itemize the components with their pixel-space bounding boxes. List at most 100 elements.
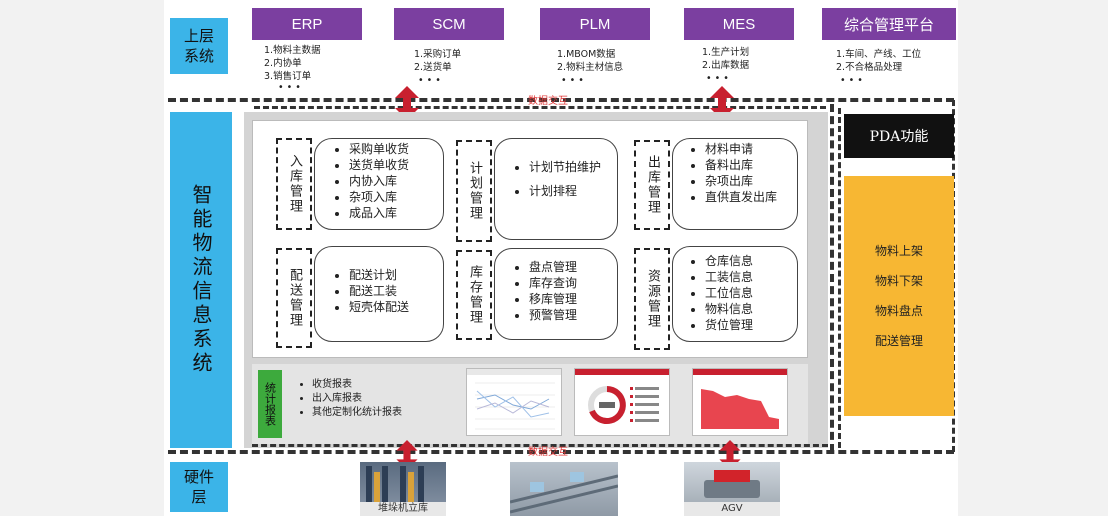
system-erp-header: ERP bbox=[252, 8, 362, 40]
module-card-inventory: 盘点管理 库存查询 移库管理 预警管理 bbox=[494, 248, 618, 340]
bottom-divider-inner bbox=[252, 444, 828, 447]
ellipsis: • • • bbox=[278, 82, 301, 93]
upper-layer-label: 上层 系统 bbox=[170, 18, 228, 74]
report-items: 收货报表 出入库报表 其他定制化统计报表 bbox=[298, 378, 402, 420]
list-item: 盘点管理 bbox=[529, 259, 617, 275]
list-item: 1.生产计划 bbox=[702, 47, 750, 58]
ellipsis: • • • bbox=[418, 75, 441, 86]
list-item: 1.采购订单 bbox=[414, 49, 462, 60]
list-item: 成品入库 bbox=[349, 205, 443, 221]
list-item: 2.物料主材信息 bbox=[557, 62, 624, 73]
device-conveyor-image bbox=[510, 462, 618, 516]
agv-robot-icon bbox=[704, 470, 760, 498]
conveyor-icon bbox=[510, 472, 618, 514]
ellipsis: • • • bbox=[840, 75, 863, 86]
list-item: 2.内协单 bbox=[264, 58, 302, 69]
list-item: 采购单收货 bbox=[349, 141, 443, 157]
right-frame-left bbox=[838, 108, 841, 448]
ellipsis: • • • bbox=[706, 73, 729, 84]
exchange-arrow-icon bbox=[710, 86, 734, 120]
system-platform-header: 综合管理平台 bbox=[822, 8, 956, 40]
pda-item: 物料盘点 bbox=[874, 304, 923, 318]
area-chart-icon bbox=[693, 369, 787, 429]
exchange-arrow-icon bbox=[395, 86, 419, 120]
pda-item: 配送管理 bbox=[874, 334, 923, 348]
list-item: 工位信息 bbox=[705, 285, 797, 301]
list-item: 直供直发出库 bbox=[705, 189, 797, 205]
system-scm-items: 1.采购订单 2.送货单 • • • bbox=[414, 48, 514, 87]
device-agv-caption: AGV bbox=[684, 502, 780, 516]
device-agv-image: AGV bbox=[684, 462, 780, 516]
system-platform-items: 1.车间、产线、工位 2.不合格品处理 • • • bbox=[836, 48, 956, 87]
system-plm-header: PLM bbox=[540, 8, 650, 40]
system-mes-header: MES bbox=[684, 8, 794, 40]
list-item: 内协入库 bbox=[349, 173, 443, 189]
module-card-outbound: 材料申请 备料出库 杂项出库 直供直发出库 bbox=[672, 138, 798, 230]
list-item: 2.不合格品处理 bbox=[836, 62, 903, 73]
report-title: 统计报表 bbox=[258, 370, 282, 438]
list-item: 计划节拍维护 bbox=[529, 159, 617, 175]
list-item: 备料出库 bbox=[705, 157, 797, 173]
module-card-resources: 仓库信息 工装信息 工位信息 物料信息 货位管理 bbox=[672, 246, 798, 342]
list-item: 移库管理 bbox=[529, 291, 617, 307]
pda-item: 物料下架 bbox=[874, 274, 923, 288]
pda-panel: 物料上架 物料下架 物料盘点 配送管理 bbox=[844, 176, 954, 416]
system-erp-items: 1.物料主数据 2.内协单 3.销售订单 • • • bbox=[264, 44, 374, 92]
ellipsis: • • • bbox=[561, 75, 584, 86]
system-mes-items: 1.生产计划 2.出库数据 • • • bbox=[702, 46, 802, 85]
list-item: 2.出库数据 bbox=[702, 60, 750, 71]
list-item: 其他定制化统计报表 bbox=[312, 406, 402, 420]
list-item: 货位管理 bbox=[705, 317, 797, 333]
report-line-chart-thumbnail bbox=[466, 368, 562, 436]
list-item: 1.物料主数据 bbox=[264, 45, 321, 56]
bottom-divider bbox=[168, 450, 954, 454]
list-item: 杂项出库 bbox=[705, 173, 797, 189]
system-plm-items: 1.MBOM数据 2.物料主材信息 • • • bbox=[557, 48, 667, 87]
list-item: 1.MBOM数据 bbox=[557, 49, 616, 60]
pda-item: 物料上架 bbox=[874, 244, 923, 258]
list-item: 仓库信息 bbox=[705, 253, 797, 269]
list-item: 2.送货单 bbox=[414, 62, 452, 73]
report-area-thumbnail bbox=[692, 368, 788, 436]
list-item: 收货报表 bbox=[312, 378, 402, 392]
diagram-canvas: 上层 系统 ERP 1.物料主数据 2.内协单 3.销售订单 • • • SCM… bbox=[164, 0, 958, 516]
module-title-resources: 资源管理 bbox=[634, 248, 670, 350]
list-item: 送货单收货 bbox=[349, 157, 443, 173]
list-item: 短壳体配送 bbox=[349, 299, 443, 315]
exchange-label-bottom: 数据交互 bbox=[528, 447, 568, 458]
list-item: 1.车间、产线、工位 bbox=[836, 49, 922, 60]
module-card-delivery: 配送计划 配送工装 短壳体配送 bbox=[314, 246, 444, 342]
right-divider bbox=[830, 104, 834, 452]
list-item: 材料申请 bbox=[705, 141, 797, 157]
list-item: 3.销售订单 bbox=[264, 71, 312, 82]
exchange-label-top: 数据交互 bbox=[528, 96, 568, 107]
system-scm-header: SCM bbox=[394, 8, 504, 40]
module-card-plan: 计划节拍维护 计划排程 bbox=[494, 138, 618, 240]
top-divider bbox=[168, 98, 954, 102]
donut-chart-icon bbox=[575, 369, 669, 424]
module-card-inbound: 采购单收货 送货单收货 内协入库 杂项入库 成品入库 bbox=[314, 138, 444, 230]
module-title-delivery: 配送管理 bbox=[276, 248, 312, 348]
report-donut-thumbnail bbox=[574, 368, 670, 436]
top-divider-inner bbox=[254, 106, 826, 109]
list-item: 物料信息 bbox=[705, 301, 797, 317]
module-title-inbound: 入库管理 bbox=[276, 138, 312, 230]
module-title-inventory: 库存管理 bbox=[456, 250, 492, 340]
list-item: 配送计划 bbox=[349, 267, 443, 283]
list-item: 配送工装 bbox=[349, 283, 443, 299]
device-stacker-caption: 堆垛机立库 bbox=[360, 502, 446, 516]
warehouse-icon bbox=[366, 466, 424, 510]
device-stacker-image: 堆垛机立库 bbox=[360, 462, 446, 516]
pda-header: PDA功能 bbox=[844, 114, 954, 158]
module-title-plan: 计划管理 bbox=[456, 140, 492, 242]
hardware-layer-label: 硬件 层 bbox=[170, 462, 228, 512]
list-item: 工装信息 bbox=[705, 269, 797, 285]
module-title-outbound: 出库管理 bbox=[634, 140, 670, 230]
main-system-label: 智能物流信息系统 bbox=[170, 112, 232, 448]
list-item: 预警管理 bbox=[529, 307, 617, 323]
list-item: 出入库报表 bbox=[312, 392, 402, 406]
list-item: 库存查询 bbox=[529, 275, 617, 291]
list-item: 杂项入库 bbox=[349, 189, 443, 205]
line-chart-icon bbox=[467, 369, 561, 430]
list-item: 计划排程 bbox=[529, 183, 617, 199]
